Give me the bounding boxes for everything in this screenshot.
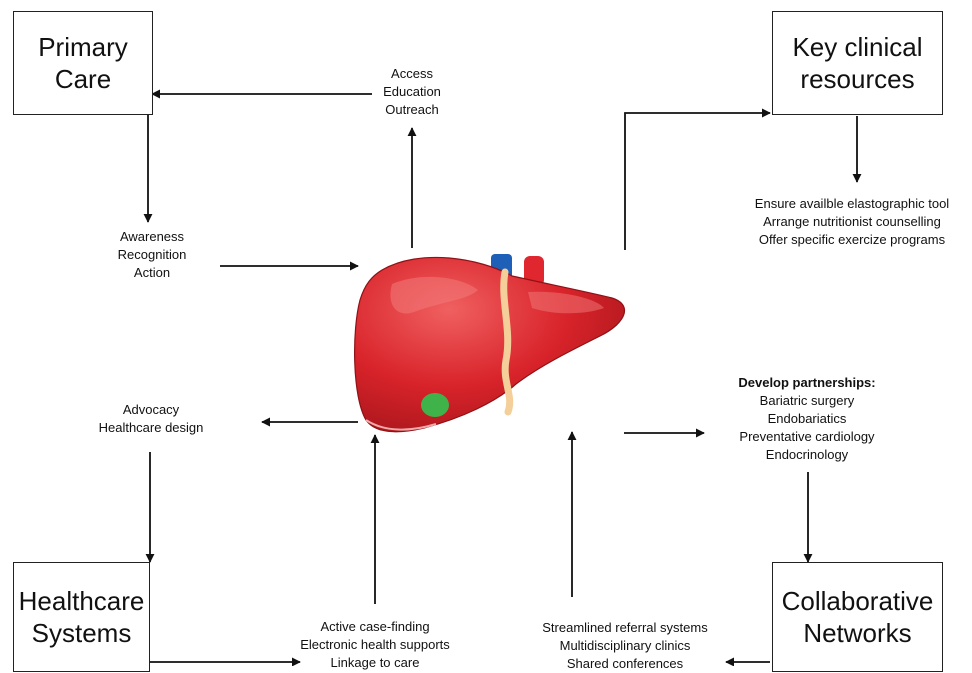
label-active-case-finding: Active case-finding Electronic health su… (282, 618, 468, 672)
liver-icon (355, 254, 625, 432)
label-advocacy: Advocacy Healthcare design (80, 401, 222, 437)
label-ensure-resources: Ensure availble elastographic tool Arran… (736, 195, 968, 249)
gallbladder (421, 393, 449, 417)
label-streamlined-referral: Streamlined referral systems Multidiscip… (520, 619, 730, 673)
label-access: Access Education Outreach (362, 65, 462, 119)
label-partnerships: Develop partnerships: Bariatric surgery … (714, 374, 900, 464)
label-awareness: Awareness Recognition Action (100, 228, 204, 282)
partnerships-title: Develop partnerships: (714, 374, 900, 392)
